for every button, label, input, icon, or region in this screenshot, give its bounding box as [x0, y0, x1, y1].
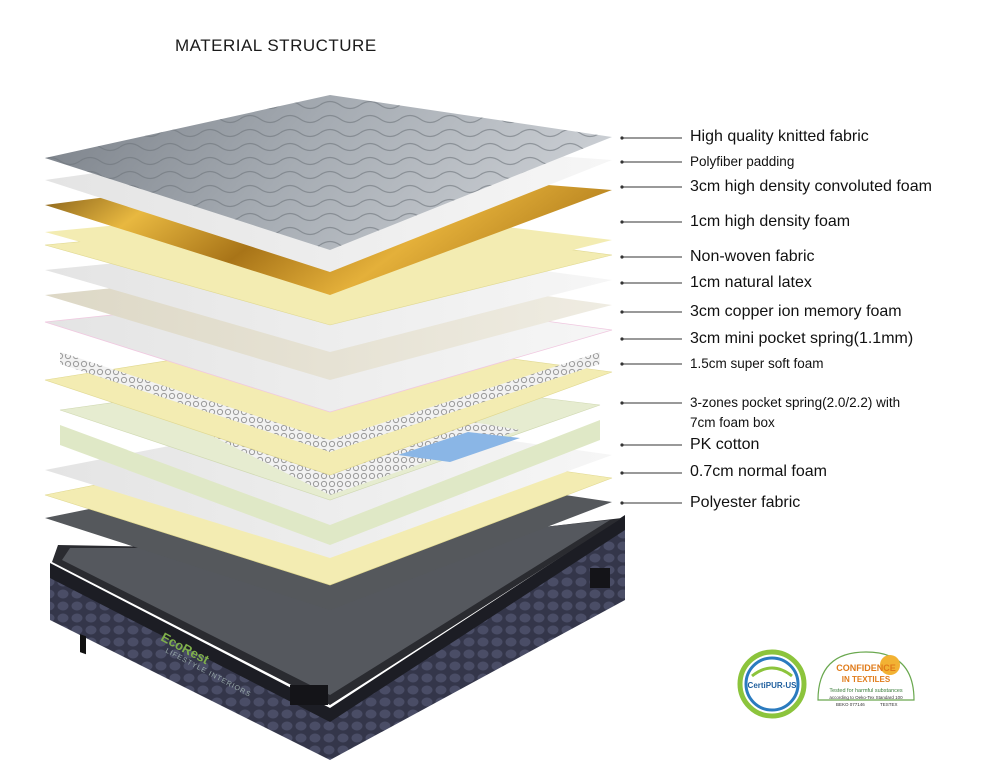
label-pocket-spring-line1: 3-zones pocket spring(2.0/2.2) with [690, 395, 901, 410]
svg-text:TESTEX: TESTEX [880, 702, 898, 707]
oekotex-badge: CONFIDENCE IN TEXTILES Tested for harmfu… [817, 651, 915, 707]
label-memory-foam: 3cm copper ion memory foam [690, 303, 902, 320]
label-pocket-spring: 3-zones pocket spring(2.0/2.2) with 7cm … [690, 393, 950, 433]
layer-pocket-spring-box [60, 420, 600, 545]
label-super-soft-foam: 1.5cm super soft foam [690, 356, 824, 371]
label-polyester-fabric: Polyester fabric [690, 494, 801, 511]
label-pk-cotton: PK cotton [690, 436, 760, 453]
label-non-woven-fabric: Non-woven fabric [690, 248, 815, 265]
certipur-badge: CertiPUR-US [737, 649, 807, 719]
svg-text:according to Oeko-Tex Standard: according to Oeko-Tex Standard 100 [829, 695, 903, 700]
svg-text:CONFIDENCE: CONFIDENCE [836, 663, 896, 673]
svg-text:BEKO 077146: BEKO 077146 [836, 702, 865, 707]
svg-text:IN TEXTILES: IN TEXTILES [842, 675, 891, 684]
svg-text:Tested for harmful substances: Tested for harmful substances [829, 688, 903, 694]
page-title: MATERIAL STRUCTURE [175, 36, 377, 55]
label-high-density-foam: 1cm high density foam [690, 213, 851, 230]
leader-lines [622, 137, 682, 504]
label-normal-foam: 0.7cm normal foam [690, 463, 827, 480]
label-convoluted-foam: 3cm high density convoluted foam [690, 178, 932, 195]
label-mini-pocket-spring: 3cm mini pocket spring(1.1mm) [690, 330, 914, 347]
certipur-text: CertiPUR-US [748, 681, 798, 690]
label-knitted-fabric: High quality knitted fabric [690, 128, 869, 145]
label-pocket-spring-line2: 7cm foam box [690, 415, 775, 430]
label-natural-latex: 1cm natural latex [690, 274, 812, 291]
label-polyfiber-padding: Polyfiber padding [690, 154, 795, 169]
